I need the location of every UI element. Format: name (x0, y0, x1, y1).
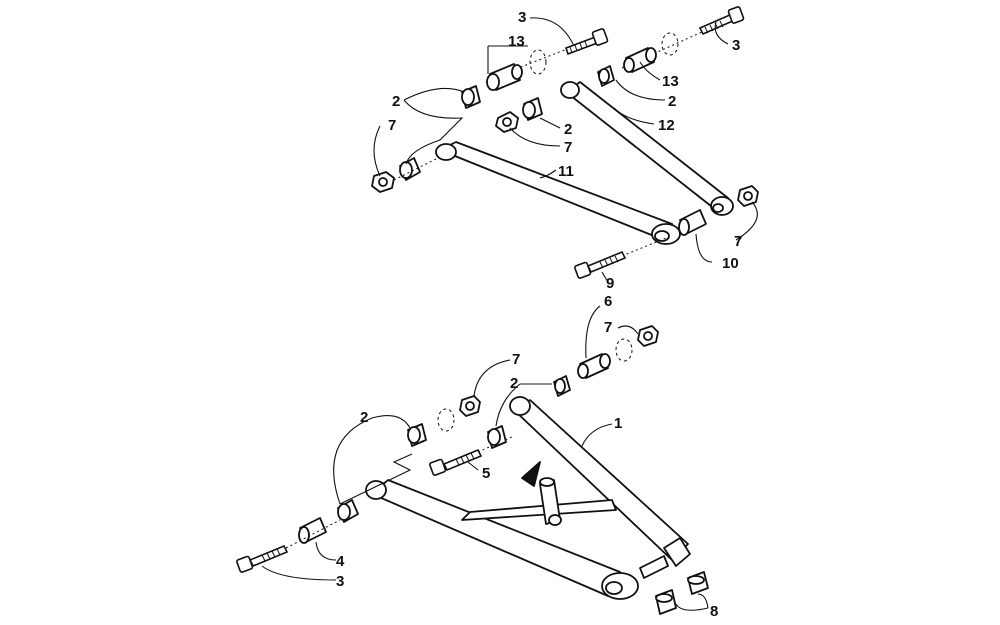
lower-bushing-2-c (407, 423, 427, 447)
lower-a-arm-assembly: 6 7 7 2 2 1 5 4 3 8 (236, 293, 718, 620)
callout-12: 12 (658, 117, 675, 134)
callout-7-lower-mid: 7 (512, 351, 520, 368)
callout-7-upper-right: 7 (734, 233, 742, 250)
lower-bushing-2-b (487, 425, 507, 449)
lower-bushing-4 (298, 517, 327, 544)
callout-3-upper-left: 3 (518, 9, 526, 26)
callout-7-upper-left: 7 (388, 117, 396, 134)
callout-3-lower: 3 (336, 573, 344, 590)
upper-nut-7-left (371, 157, 439, 193)
upper-bushing-2-d (597, 65, 615, 87)
callout-2-upper-right: 2 (668, 93, 676, 110)
upper-bushing-13-right (623, 32, 679, 73)
lower-bushing-8-a (655, 589, 677, 615)
upper-bushing-2-c (522, 97, 543, 121)
callout-3-upper-right: 3 (732, 37, 740, 54)
direction-arrow-icon (521, 461, 541, 487)
upper-bolt-9 (574, 237, 667, 279)
callout-1: 1 (614, 415, 622, 432)
callout-2-upper-mid: 2 (564, 121, 572, 138)
callout-2-lower-mid: 2 (510, 375, 518, 392)
callout-13-upper-left: 13 (508, 33, 525, 50)
lower-nut-7-top-right (637, 325, 659, 347)
lower-bolt-5 (429, 435, 515, 476)
callout-2-upper-left: 2 (392, 93, 400, 110)
upper-arm-tube-12 (560, 81, 734, 216)
upper-a-arm-assembly: 3 13 3 13 2 7 2 2 7 12 11 7 10 9 (371, 6, 759, 292)
upper-bushing-2-a (461, 85, 481, 109)
callout-8: 8 (710, 603, 718, 620)
upper-nut-7-right (737, 185, 759, 207)
lower-nut-7-mid (437, 395, 481, 432)
callout-7-lower-top-right: 7 (604, 319, 612, 336)
callout-5: 5 (482, 465, 490, 482)
lower-bushing-2-a (553, 375, 571, 397)
upper-nut-7-mid (495, 111, 519, 133)
callout-9: 9 (606, 275, 614, 292)
lower-bushing-6 (577, 338, 633, 379)
callout-6: 6 (604, 293, 612, 310)
upper-bolt-top-left (487, 28, 609, 81)
upper-bushing-10 (678, 209, 707, 236)
upper-arm-tube-11 (435, 141, 681, 245)
lower-bolt-3 (236, 519, 341, 573)
callout-11: 11 (558, 163, 574, 180)
callout-2-lower-left: 2 (360, 409, 368, 426)
lower-a-arm-1 (365, 396, 691, 600)
lower-bushing-8-b (687, 571, 709, 595)
lower-bushing-2-d (337, 499, 359, 523)
upper-bushing-13-left (486, 49, 547, 91)
callout-10: 10 (722, 255, 739, 272)
callout-7-upper-mid: 7 (564, 139, 572, 156)
callout-13-upper-right: 13 (662, 73, 679, 90)
callout-4: 4 (336, 553, 345, 570)
